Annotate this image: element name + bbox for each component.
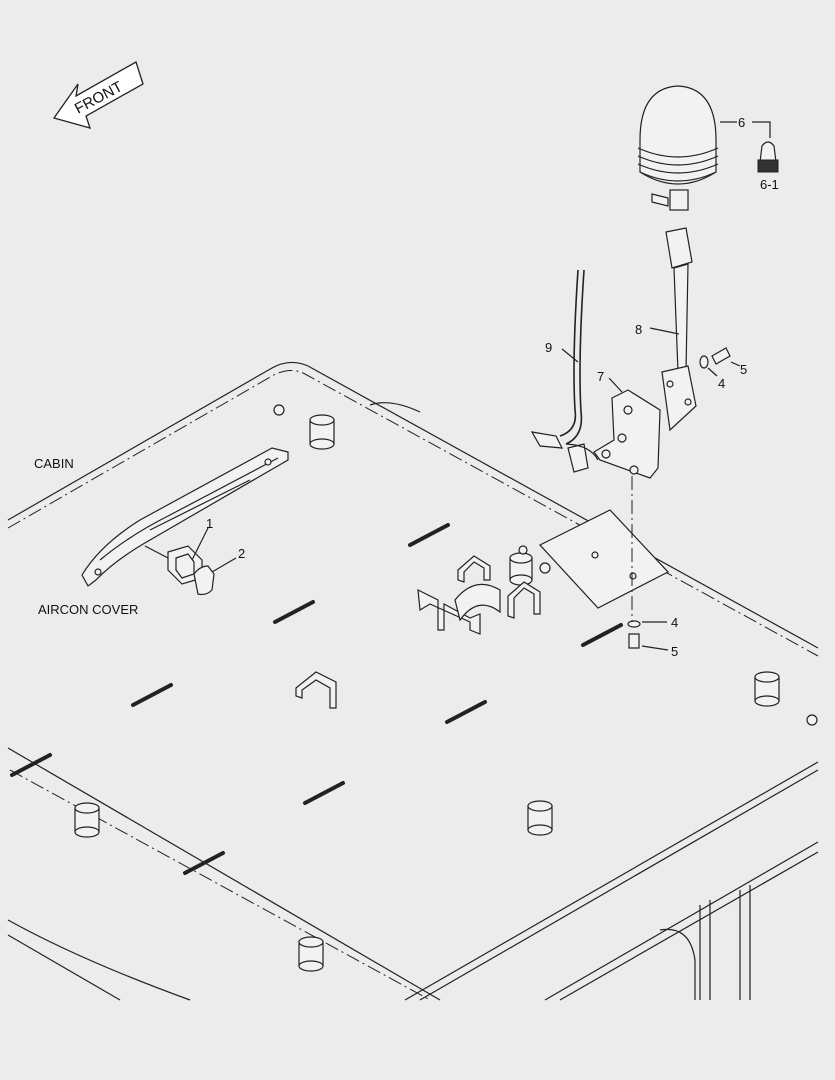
part-8-pole bbox=[661, 227, 697, 432]
bolt-washer-upper bbox=[699, 347, 731, 369]
part-6-beacon-light bbox=[637, 85, 719, 211]
leader-lines bbox=[191, 121, 771, 651]
bolt-washer-lower bbox=[627, 620, 641, 649]
roof-bosses bbox=[74, 404, 818, 972]
part-9-harness bbox=[530, 269, 599, 473]
part-2-knob bbox=[193, 565, 215, 596]
callout-1: 1 bbox=[206, 516, 213, 531]
part-7-bracket bbox=[593, 389, 661, 479]
callout-5-upper: 5 bbox=[740, 362, 747, 377]
callout-8: 8 bbox=[635, 322, 642, 337]
cabin-roof bbox=[7, 361, 819, 1001]
callout-4-upper: 4 bbox=[718, 376, 725, 391]
aircon-cover-handle bbox=[81, 447, 289, 587]
cabin-label: CABIN bbox=[34, 456, 74, 471]
aircon-cover-label: AIRCON COVER bbox=[38, 602, 138, 617]
callout-5-lower: 5 bbox=[671, 644, 678, 659]
callout-2: 2 bbox=[238, 546, 245, 561]
callout-7: 7 bbox=[597, 369, 604, 384]
callout-6-1: 6-1 bbox=[760, 177, 779, 192]
callout-6: 6 bbox=[738, 115, 745, 130]
part-6-1-bulb bbox=[757, 141, 779, 173]
roof-slots bbox=[10, 523, 623, 875]
roof-brackets bbox=[295, 509, 669, 709]
front-direction-arrow: FRONT bbox=[52, 61, 144, 129]
part-1-switch bbox=[144, 545, 203, 585]
callout-4-lower: 4 bbox=[671, 615, 678, 630]
callout-9: 9 bbox=[545, 340, 552, 355]
